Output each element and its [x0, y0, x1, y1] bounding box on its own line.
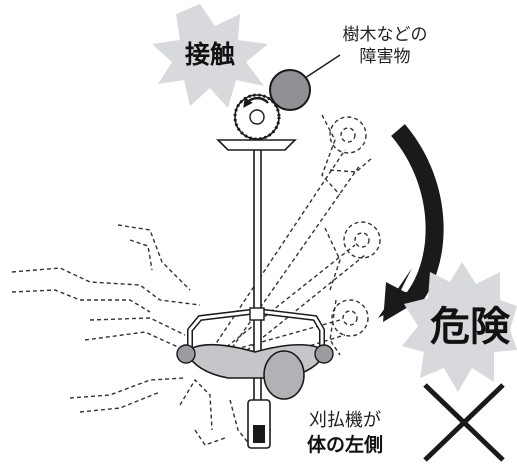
warning-label-line1: 刈払機が [309, 410, 381, 431]
contact-burst: 接触 [152, 4, 268, 108]
cutter-shaft [253, 124, 262, 426]
danger-label: 危険 [430, 304, 511, 350]
saw-blade-icon [233, 93, 281, 141]
danger-burst: 危険 [402, 262, 517, 392]
swing-motion-ghosts [11, 114, 381, 446]
contact-label: 接触 [185, 40, 235, 69]
starburst-icon [152, 4, 268, 108]
cross-mark-icon [423, 383, 505, 462]
obstacle-ball [269, 69, 311, 111]
obstacle-leader-line [304, 54, 341, 79]
obstacle-label-line1: 樹木などの [343, 25, 428, 45]
obstacle-label-line2: 障害物 [360, 47, 411, 67]
operator-head [263, 350, 305, 400]
warning-label-line2: 体の左側 [307, 433, 383, 456]
curved-arrow-icon [378, 124, 444, 322]
starburst-icon [402, 262, 517, 392]
blade-guard [216, 139, 297, 151]
operator-figure [176, 343, 334, 400]
rotation-arrow-icon [243, 96, 269, 108]
